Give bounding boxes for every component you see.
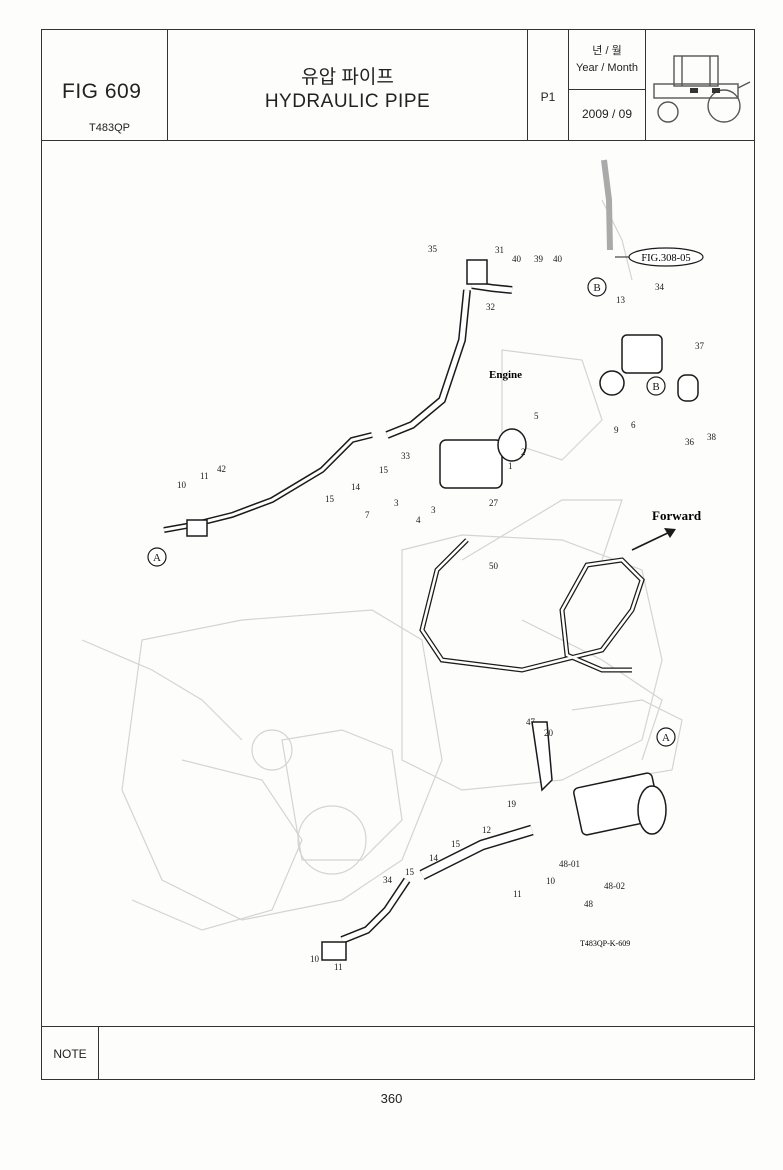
part-label: 14 — [351, 482, 361, 492]
part-label: 48-02 — [604, 881, 625, 891]
part-label: 34 — [655, 282, 665, 292]
hydraulic-pump — [439, 439, 503, 489]
part-label: 5 — [534, 411, 539, 421]
hydraulic-pipe-diagram: A B B A FIG.308-05 Forward Engine T483QP… — [81, 159, 717, 972]
fig-reference: FIG.308-05 — [615, 247, 704, 267]
direction-arrow: Forward — [631, 508, 702, 551]
part-label: 14 — [429, 853, 439, 863]
part-label: 1 — [508, 461, 513, 471]
callout-b-right: B — [652, 381, 659, 393]
part-label: 3 — [394, 498, 399, 508]
part-label: 39 — [534, 254, 544, 264]
part-label: 34 — [383, 875, 393, 885]
pipe-lines — [163, 159, 645, 944]
part-label: 15 — [379, 465, 389, 475]
part-label: 32 — [486, 302, 495, 312]
callout-a-left: A — [153, 552, 161, 564]
fig-ref-label: FIG.308-05 — [641, 253, 690, 264]
part-label: 7 — [365, 510, 370, 520]
part-label: 20 — [544, 728, 554, 738]
year-month-label-ko: 년 / 월 — [592, 45, 622, 57]
part-label: 50 — [489, 561, 499, 571]
page-code-cell: P1 — [528, 30, 569, 140]
page-frame: FIG 609 T483QP 유압 파이프 HYDRAULIC PIPE P1 … — [41, 29, 755, 1080]
tractor-thumbnail — [646, 30, 756, 140]
part-label: 47 — [526, 717, 536, 727]
year-month-label-en: Year / Month — [576, 62, 638, 74]
page-code: P1 — [540, 90, 556, 104]
clamp-34 — [321, 941, 347, 961]
part-label: 10 — [546, 876, 556, 886]
part-label: 10 — [177, 480, 187, 490]
part-label: 11 — [513, 889, 522, 899]
gear-pump — [621, 334, 663, 374]
note-label: NOTE — [42, 1027, 99, 1080]
part-label: 48 — [584, 899, 594, 909]
page-number: 360 — [380, 1091, 403, 1106]
part-label: 48-01 — [559, 859, 580, 869]
title-cell: 유압 파이프 HYDRAULIC PIPE — [168, 30, 528, 140]
title-english: HYDRAULIC PIPE — [264, 91, 431, 112]
clamp-42 — [186, 519, 208, 537]
part-label: 12 — [482, 825, 491, 835]
callout-b-top: B — [593, 282, 600, 294]
part-label: 11 — [200, 471, 209, 481]
title-korean: 유압 파이프 — [301, 67, 394, 88]
part-label: 4 — [416, 515, 421, 525]
part-label: 3 — [431, 505, 436, 515]
part-label: 33 — [401, 451, 411, 461]
elbow-36 — [677, 374, 699, 402]
o-ring-9 — [599, 370, 625, 396]
part-label: 10 — [310, 954, 320, 964]
figure-number: FIG 609 — [62, 80, 142, 103]
components — [186, 259, 699, 961]
fig-cell: FIG 609 T483QP — [42, 30, 168, 140]
forward-label: Forward — [652, 508, 702, 523]
part-label: 6 — [631, 420, 636, 430]
part-label: 40 — [553, 254, 563, 264]
oil-filter-element — [637, 785, 667, 835]
engine-label: Engine — [489, 369, 522, 381]
part-label: 11 — [334, 962, 343, 972]
part-label: 2 — [521, 447, 526, 457]
bracket-47 — [531, 721, 553, 792]
part-label: 35 — [428, 244, 438, 254]
o-ring-5 — [497, 428, 527, 462]
part-label: 15 — [451, 839, 461, 849]
part-number-labels: 35 31 32 40 39 40 13 34 37 33 15 14 15 4… — [177, 244, 717, 972]
part-label: 9 — [614, 425, 619, 435]
part-label: 42 — [217, 464, 226, 474]
part-label: 13 — [616, 295, 626, 305]
model-code: T483QP — [89, 122, 130, 134]
tractor-icon — [653, 55, 751, 123]
part-label: 36 — [685, 437, 695, 447]
pipe-block — [466, 259, 488, 285]
part-label: 27 — [489, 498, 499, 508]
callout-markers: A B B A — [147, 277, 676, 747]
date-cell: 년 / 월 Year / Month 2009 / 09 — [569, 30, 646, 140]
year-month-value: 2009 / 09 — [581, 107, 633, 121]
tractor-transmission-background — [81, 199, 683, 931]
date-divider — [569, 89, 645, 90]
note-row: NOTE — [42, 1026, 754, 1080]
part-label: 19 — [507, 799, 517, 809]
drawing-code: T483QP-K-609 — [580, 939, 630, 948]
part-label: 38 — [707, 432, 717, 442]
part-label: 31 — [495, 245, 504, 255]
part-label: 40 — [512, 254, 522, 264]
part-label: 37 — [695, 341, 705, 351]
part-label: 15 — [405, 867, 415, 877]
part-label: 15 — [325, 494, 335, 504]
title-block: FIG 609 T483QP 유압 파이프 HYDRAULIC PIPE P1 … — [42, 30, 754, 141]
callout-a-right: A — [662, 732, 670, 744]
